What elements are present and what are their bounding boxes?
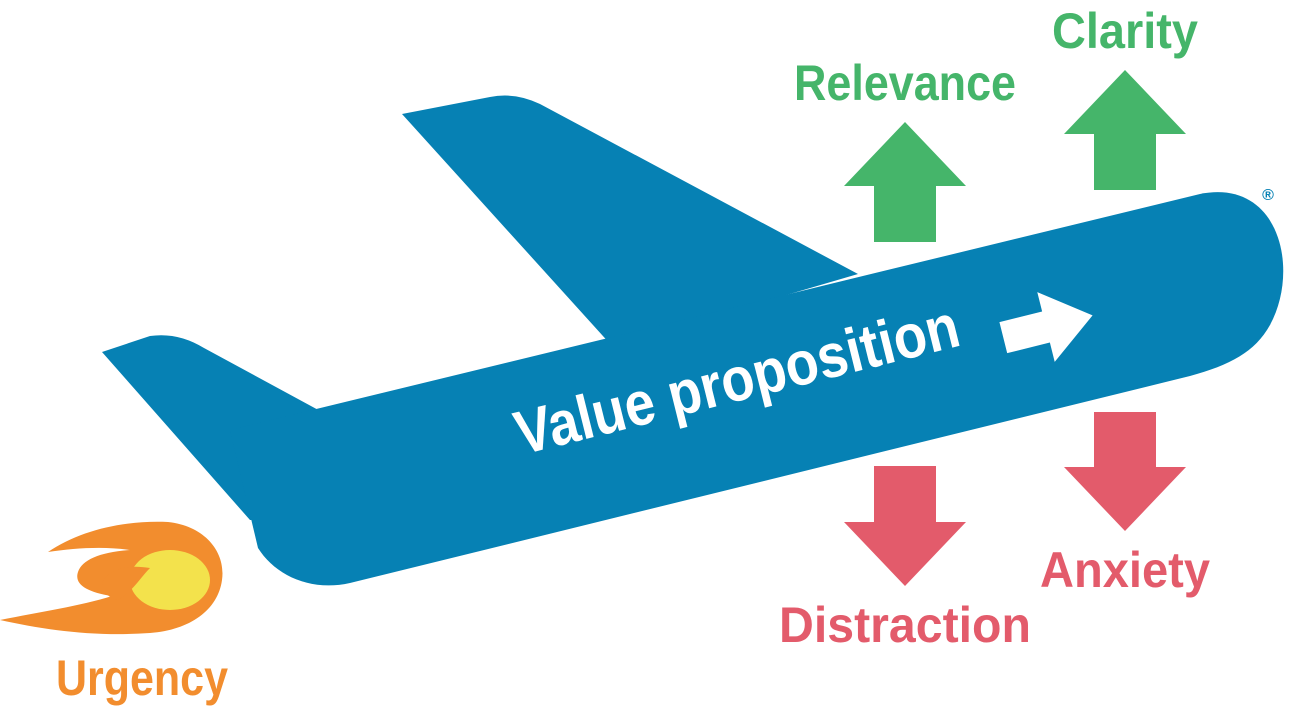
anxiety-drag: Anxiety: [1040, 412, 1210, 598]
flame-inner-icon: [102, 566, 150, 600]
down-arrow-icon: [844, 466, 966, 586]
anxiety-label: Anxiety: [1040, 542, 1210, 598]
flame-core-icon: [130, 550, 210, 610]
up-arrow-icon: [844, 122, 966, 242]
airplane: Value proposition: [102, 95, 1284, 586]
relevance-booster: Relevance: [794, 55, 1016, 242]
clarity-label: Clarity: [1052, 3, 1198, 59]
airplane-wing: [402, 95, 858, 346]
up-arrow-icon: [1064, 70, 1186, 190]
forward-arrow-icon: [999, 292, 1093, 362]
urgency-label: Urgency: [56, 650, 228, 706]
distraction-drag: Distraction: [779, 466, 1031, 653]
down-arrow-icon: [1064, 412, 1186, 531]
airplane-fuselage: [230, 192, 1284, 586]
registered-mark: ®: [1262, 187, 1274, 204]
clarity-booster: Clarity: [1052, 3, 1198, 190]
distraction-label: Distraction: [779, 597, 1031, 653]
relevance-label: Relevance: [794, 55, 1016, 111]
urgency-propulsion: Urgency: [0, 521, 228, 706]
